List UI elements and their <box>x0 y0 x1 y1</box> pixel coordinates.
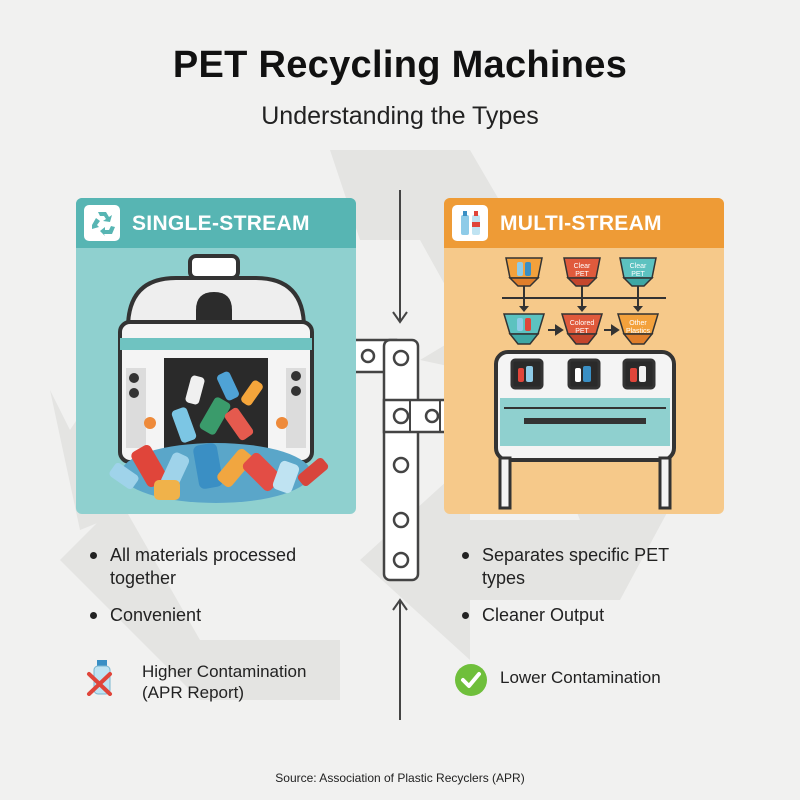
multi-stream-panel: MULTI-STREAM <box>444 198 724 514</box>
recycle-icon <box>84 205 120 241</box>
multi-stream-header: MULTI-STREAM <box>444 198 724 248</box>
multi-bullet-1: Separates specific PET types <box>462 544 722 594</box>
single-bullet-1: All materials processed together <box>90 544 350 594</box>
page-title: PET Recycling Machines <box>172 44 628 86</box>
multi-bullet-2-text: Cleaner Output <box>482 605 605 625</box>
single-stream-machine-illustration <box>109 254 329 503</box>
multi-bullet-1-text: Separates specific PET types <box>482 545 669 588</box>
check-circle-icon <box>455 664 487 696</box>
source-note: Source: Association of Plastic Recyclers… <box>275 771 525 785</box>
bottles-icon <box>452 205 488 241</box>
single-status-line2: (APR Report) <box>142 683 245 702</box>
single-bullet-2-text: Convenient <box>110 605 202 625</box>
single-status: Higher Contamination (APR Report) <box>142 661 362 703</box>
multi-status: Lower Contamination <box>500 668 661 687</box>
multi-bullet-2: Cleaner Output <box>462 604 722 628</box>
single-bullet-1-text: All materials processed together <box>110 545 297 588</box>
single-stream-panel: SINGLE-STREAM <box>76 198 356 514</box>
single-stream-title: SINGLE-STREAM <box>132 212 310 235</box>
multi-stream-title: MULTI-STREAM <box>500 212 662 235</box>
single-status-line1: Higher Contamination <box>142 662 307 681</box>
bottle-cross-icon <box>87 660 112 696</box>
single-stream-header: SINGLE-STREAM <box>76 198 356 248</box>
single-bullet-2: Convenient <box>90 604 350 628</box>
page-subtitle: Understanding the Types <box>261 102 539 130</box>
